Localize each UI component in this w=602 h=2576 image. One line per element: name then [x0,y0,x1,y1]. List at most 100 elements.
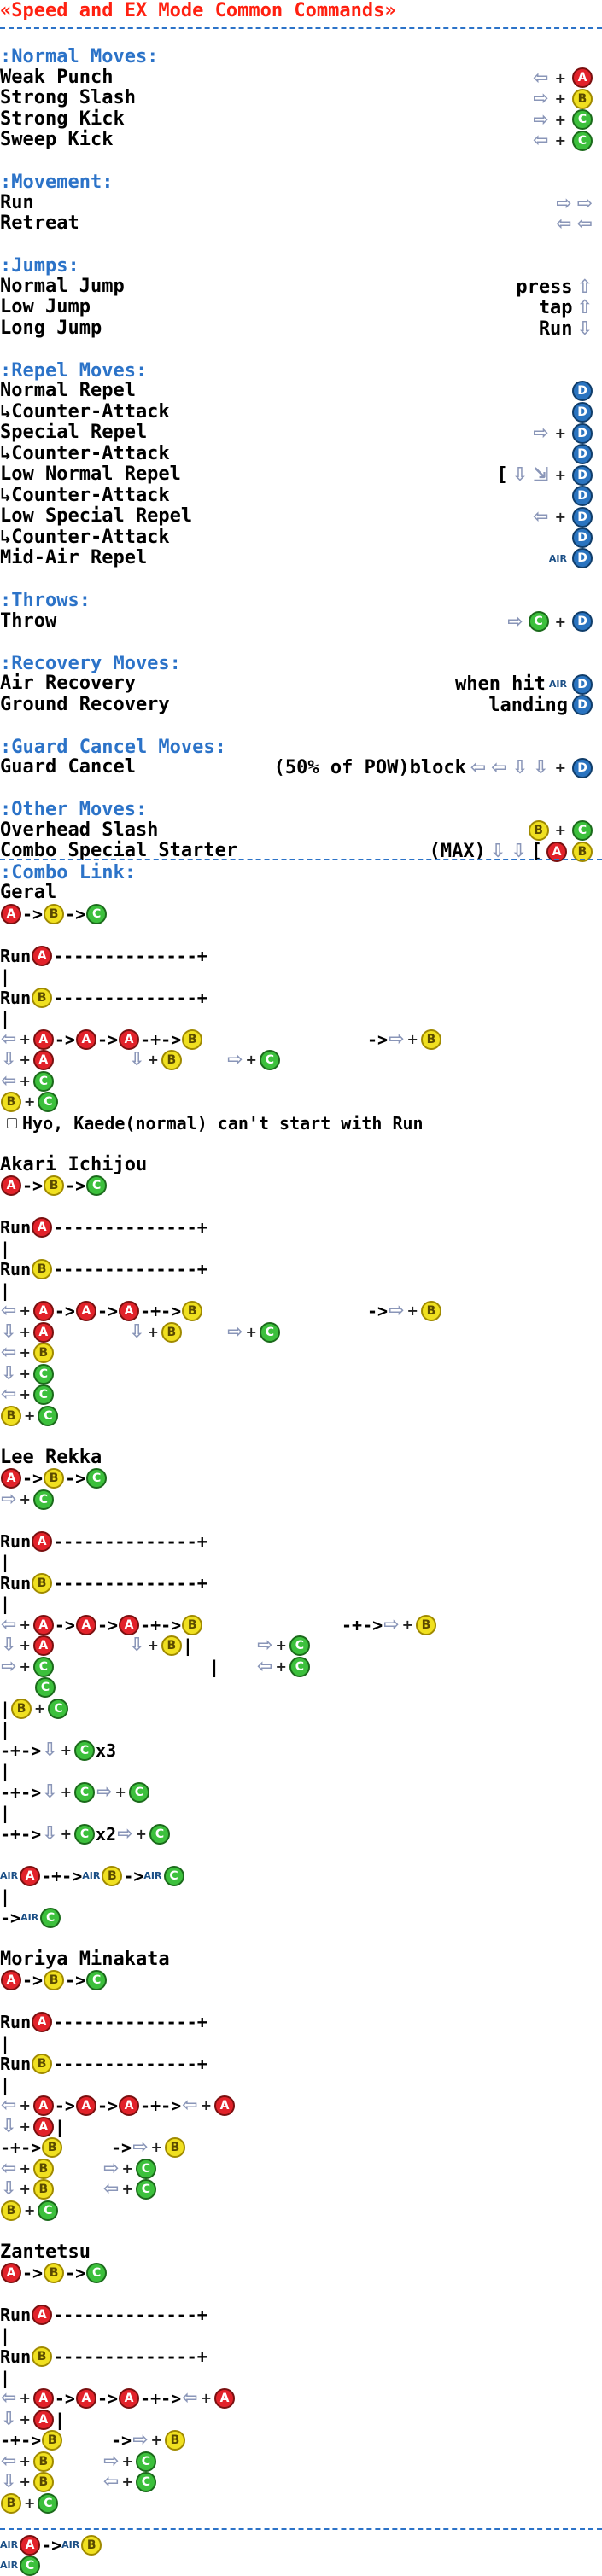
link-arrow: -> [96,1029,119,1050]
button-b-icon: B [1,1092,21,1112]
jump-move: Long Jump [0,317,102,339]
arrow-icon: ⇦ [491,757,507,778]
button-b-icon: B [32,2451,54,2472]
button-c-icon: C [74,1781,96,1803]
command: B+C [528,819,593,841]
button-b-icon: B [161,1635,182,1656]
plus-icon: + [121,2474,133,2490]
plus-icon: + [275,1658,287,1675]
repeat-count: x2 [96,1823,117,1845]
arrow-icon: ⇨ [103,2157,120,2179]
chain-pipe: | [0,1279,11,1301]
arrow-icon: ⇩ [1,1362,17,1384]
button-c-icon: C [128,1781,149,1803]
combo-line: ⇨+C [102,2157,157,2179]
plus-icon: + [19,2474,31,2490]
button-b-icon: B [42,2430,63,2451]
plus-icon: + [19,2410,31,2427]
character-note: Hyo, Kaede(normal) can't start with Run [22,1112,424,1134]
button-a-icon: A [119,1614,140,1635]
plus-icon: + [150,2139,162,2155]
arrow-icon: ⇩ [1,2115,17,2137]
command: D [571,485,593,506]
jump-command: tap [538,297,573,318]
combo-line: ->⇨+B [111,2137,186,2158]
combo-line: ⇦+B [0,2158,55,2179]
button-c-icon: C [86,1175,108,1196]
arrow-icon: ⇦ [1,1613,17,1635]
button-c-icon: C [74,1740,96,1761]
button-b-icon: B [1,2492,21,2514]
combo-line: ⇦+B [0,2451,55,2472]
arrow-icon: ⇩ [1,2471,17,2492]
air-icon: AIR [61,2538,80,2550]
button-a-icon: A [32,2388,54,2409]
arrow-icon: ⇨ [1,1488,17,1510]
arrow-icon: ⇩ [42,1780,58,1803]
arrow-icon: ⇩ [511,757,529,778]
button-d-icon: D [572,485,593,506]
combo-line: ⇨+C [256,1635,311,1656]
plus-icon: + [60,1783,73,1800]
plus-icon: + [19,1030,31,1047]
button-a-icon: A [32,2116,54,2137]
jump-command: Run [538,318,573,340]
chain-branch: -+-> [41,1865,83,1886]
button-b-icon: B [32,1572,53,1594]
recovery-move: Ground Recovery [0,693,170,715]
arrow-icon: ⇩ [129,1049,145,1070]
link-arrow: -> [367,1029,389,1050]
button-c-icon: C [38,2200,59,2221]
combo-line: | [0,1280,10,1301]
plus-icon: + [19,2452,31,2469]
chain-pipe: | [0,1238,11,1259]
character-name: Zantetsu [0,2241,91,2263]
section-heading: :Recovery Moves: [0,652,181,674]
button-a-icon: A [119,2095,140,2116]
plus-icon: + [554,509,566,525]
run-label: Run [0,2012,32,2032]
section-heading: :Movement: [0,172,114,193]
plus-icon: + [19,1344,31,1361]
button-b-icon: B [164,2430,185,2451]
chain-pipe: | [0,1698,11,1719]
button-d-icon: D [572,673,593,695]
arrow-icon: ⇩ [533,757,549,778]
bracket: [ [530,841,542,862]
button-c-icon: C [572,130,593,151]
chain-line: --------------+ [53,945,207,966]
chain-pipe: | [0,1886,11,1907]
button-b-icon: B [182,1614,203,1635]
chain-pipe: | [0,1008,11,1029]
combo-line: | [0,1238,10,1259]
button-d-icon: D [572,401,593,423]
chain-branch: -+-> [0,2430,42,2451]
repel-move: Low Special Repel [0,505,193,527]
button-a-icon: A [32,1217,53,1238]
combo-line: ⇩+C [0,1362,55,1384]
jump-move: Low Jump [0,296,91,318]
button-c-icon: C [135,2451,156,2472]
button-d-icon: D [572,695,593,715]
section-heading: :Throws: [0,590,91,611]
plus-icon: + [554,90,566,107]
combo-line: ->⇨+B [111,2430,186,2451]
command: ⇦+C [532,130,593,151]
combo-line: -+->B [0,2137,63,2158]
guard-cancel-move: Guard Cancel [0,756,136,778]
link-arrow: -> [54,1301,75,1321]
combo-line: ⇩+A| [0,2409,65,2430]
button-b-icon: B [32,1343,54,1363]
button-b-icon: B [32,2179,54,2200]
arrow-icon: ⇦ [576,213,593,235]
link-arrow: -> [96,1301,119,1321]
arrow-icon: ⇨ [533,423,549,444]
link-arrow: -> [54,2095,75,2116]
link-arrow: -> [22,1468,44,1489]
